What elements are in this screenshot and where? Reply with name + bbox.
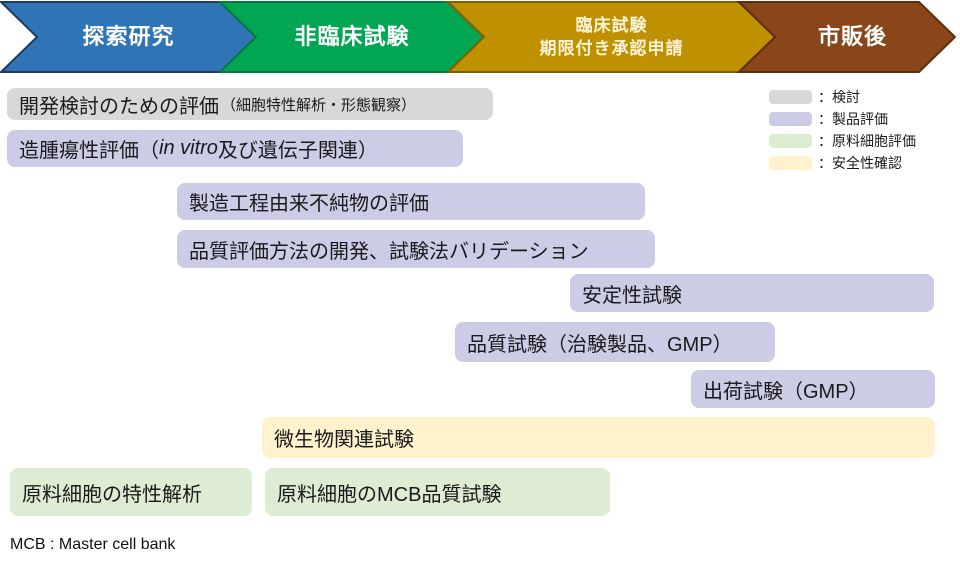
bar-shipping-test-gmp: 出荷試験（GMP） xyxy=(691,370,935,408)
phase-text: 非臨床試験 xyxy=(294,24,410,50)
bar-label: 原料細胞の特性解析 xyxy=(22,483,202,506)
footnote-mcb: MCB : Master cell bank xyxy=(10,536,176,553)
legend-label: ：原料細胞評価 xyxy=(818,133,916,149)
bar-label: 出荷試験（GMP） xyxy=(703,380,869,403)
bar-source-cell-characterization: 原料細胞の特性解析 xyxy=(10,468,252,516)
phase-text: 市販後 xyxy=(817,24,887,50)
bar-label: 品質評価方法の開発、試験法バリデーション xyxy=(189,240,589,263)
legend-swatch-safety-confirmation xyxy=(769,156,812,170)
legend-label: ：安全性確認 xyxy=(818,155,902,171)
legend-item-product-evaluation: ：製品評価 xyxy=(769,111,916,127)
bar-label: 原料細胞のMCB品質試験 xyxy=(277,483,502,506)
phase-chevron-banner xyxy=(0,0,957,73)
bar-label: 製造工程由来不純物の評価 xyxy=(189,193,429,215)
phase-label-post-marketing: 市販後 xyxy=(775,3,930,72)
legend-item-review: ：検討 xyxy=(769,89,916,105)
bar-label: 安定性試験 xyxy=(582,284,682,307)
bar-label: 開発検討のための評価 xyxy=(19,95,219,118)
bar-stability-test: 安定性試験 xyxy=(570,274,934,312)
bar-development-evaluation: 開発検討のための評価（細胞特性解析・形態観察） xyxy=(7,88,493,120)
bar-label-pre: 造腫瘍性評価（ xyxy=(19,140,159,162)
legend-swatch-source-cell-evaluation xyxy=(769,134,812,148)
legend-label: ：検討 xyxy=(818,89,860,105)
bar-label-note: （細胞特性解析・形態観察） xyxy=(221,96,417,114)
phase-text-line2: 期限付き承認申請 xyxy=(539,38,684,58)
legend: ：検討 ：製品評価 ：原料細胞評価 ：安全性確認 xyxy=(769,89,916,178)
legend-item-safety-confirmation: ：安全性確認 xyxy=(769,155,916,171)
phase-label-nonclinical-study: 非臨床試験 xyxy=(256,3,448,72)
bar-microbial-tests: 微生物関連試験 xyxy=(262,417,935,458)
legend-swatch-product-evaluation xyxy=(769,112,812,126)
bar-source-cell-mcb-quality: 原料細胞のMCB品質試験 xyxy=(265,468,610,516)
legend-swatch-review xyxy=(769,90,812,104)
phase-text-line1: 臨床試験 xyxy=(575,16,648,36)
bar-label-post: 及び遺伝子関連） xyxy=(217,140,378,162)
bar-label: 品質試験（治験製品、GMP） xyxy=(467,333,733,356)
bar-label: 微生物関連試験 xyxy=(274,429,414,451)
phase-label-clinical-trial: 臨床試験 期限付き承認申請 xyxy=(484,3,739,72)
legend-item-source-cell-evaluation: ：原料細胞評価 xyxy=(769,133,916,149)
bar-label-italic: in vitro xyxy=(159,137,218,159)
bar-quality-method-validation: 品質評価方法の開発、試験法バリデーション xyxy=(177,230,655,268)
phase-text: 探索研究 xyxy=(82,24,175,50)
bar-process-impurities: 製造工程由来不純物の評価 xyxy=(177,183,645,220)
legend-label: ：製品評価 xyxy=(818,111,888,127)
phase-label-exploratory-research: 探索研究 xyxy=(36,3,221,72)
bar-quality-test-gmp: 品質試験（治験製品、GMP） xyxy=(455,322,775,362)
chevron-post-marketing xyxy=(736,0,957,73)
